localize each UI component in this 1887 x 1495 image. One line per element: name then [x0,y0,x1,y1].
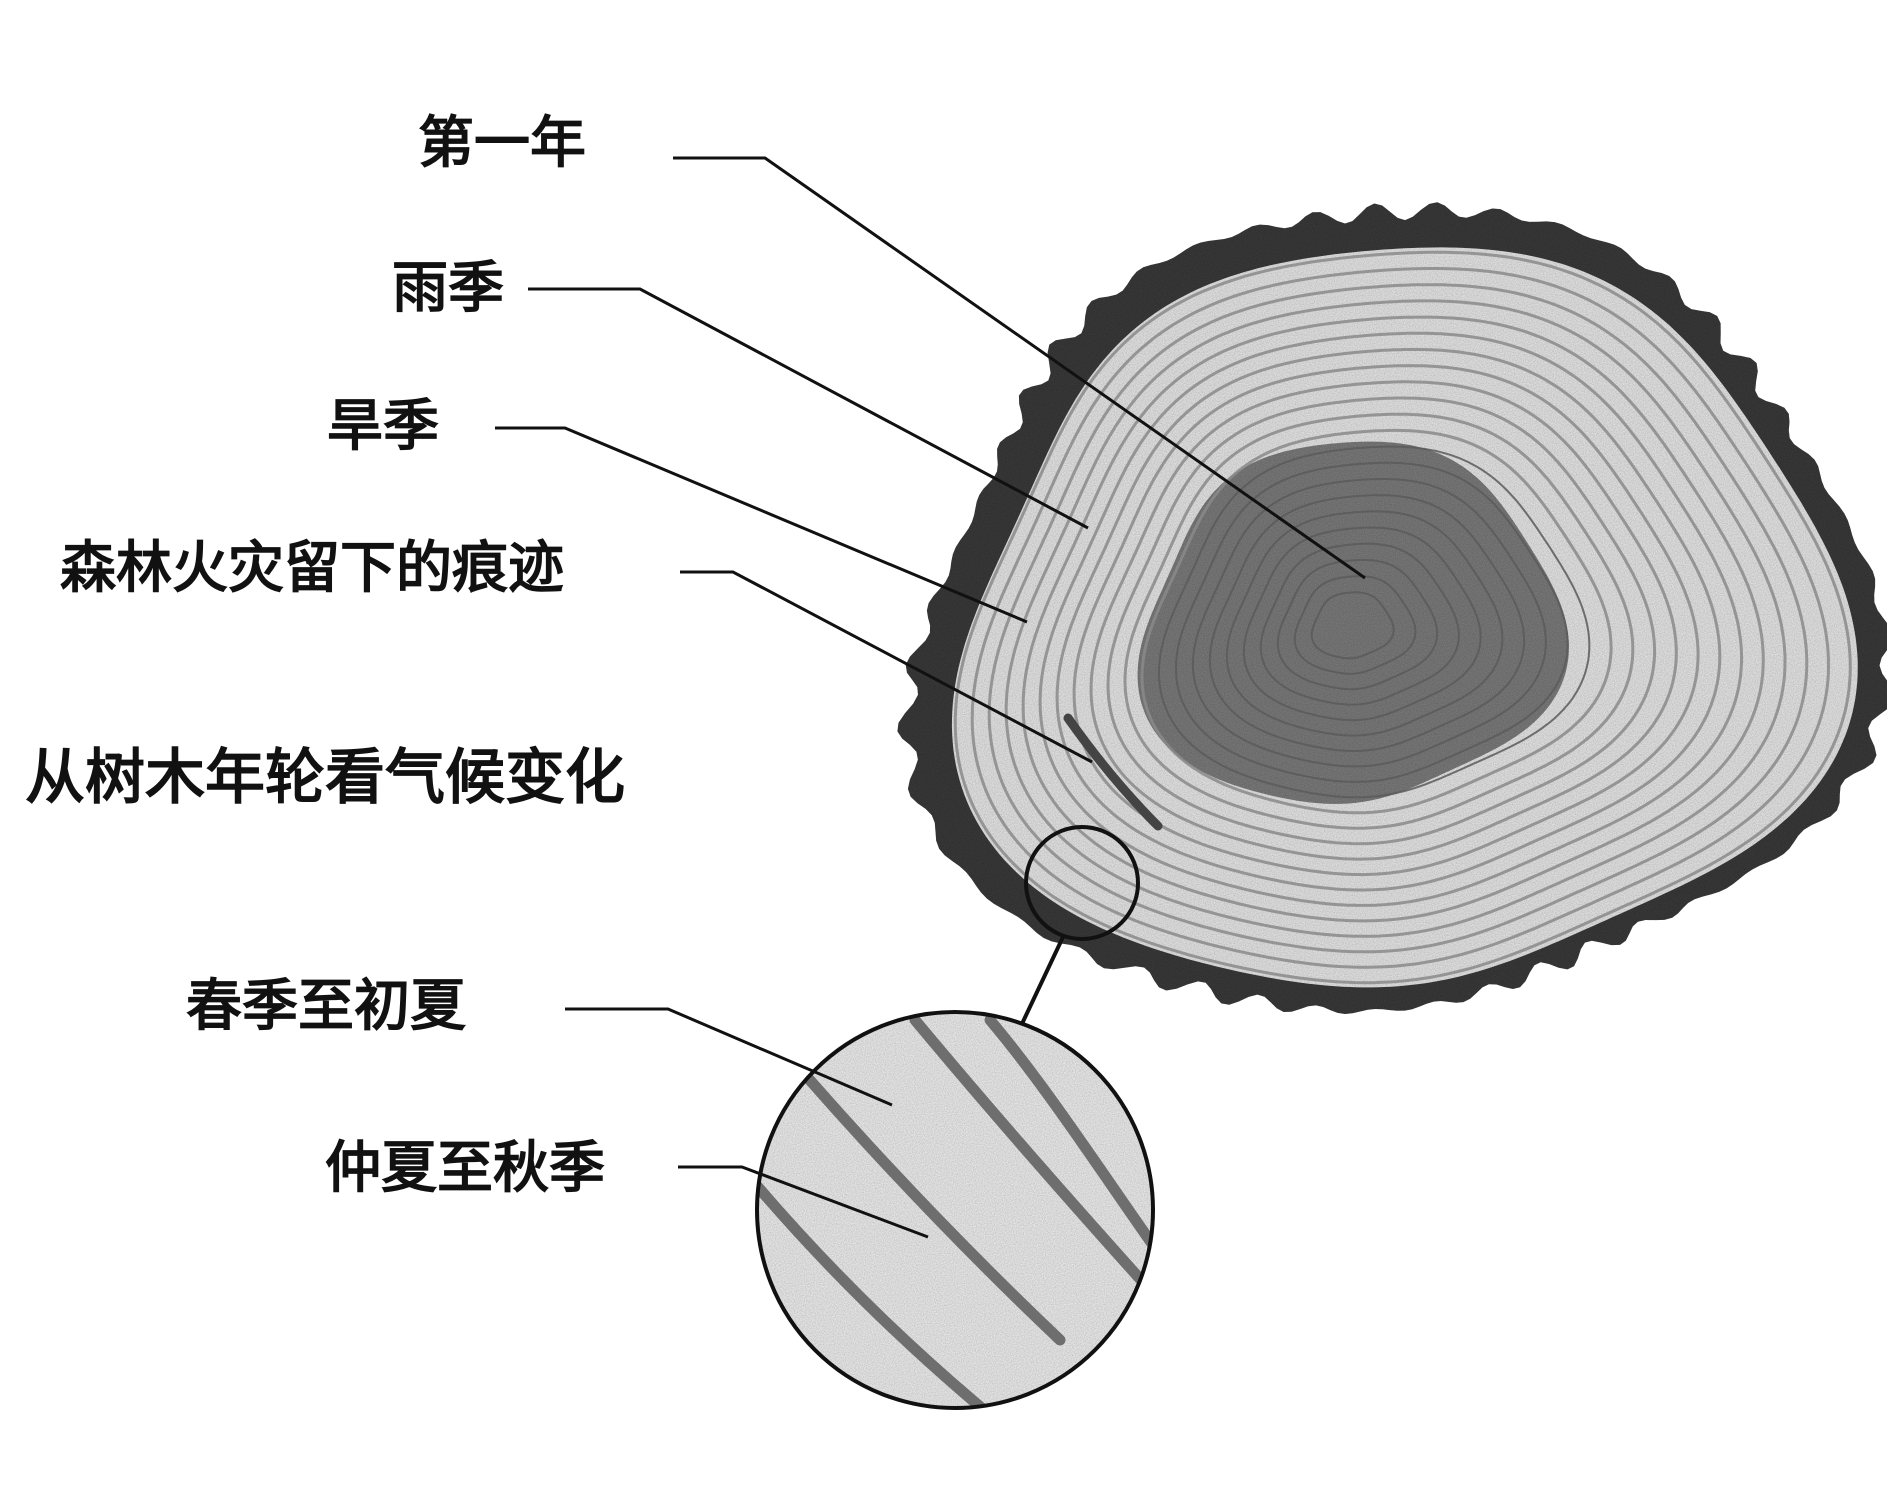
leader-midsummer-autumn [678,1165,929,1239]
magnified-latewood-band [984,1014,1153,1261]
growth-ring [1158,445,1591,799]
growth-ring [1072,364,1700,877]
label-spring-early-summer: 春季至初夏 [186,973,466,1039]
magnified-latewood-band [909,1014,1153,1296]
magnifier-source-circle [1024,825,1140,941]
magnified-view-border [755,1010,1155,1410]
trunk-cross-section [897,202,1887,1014]
leader-first-year [673,156,1366,580]
label-rainy-season: 雨季 [392,255,504,321]
growth-ring [1140,428,1613,815]
growth-ring [1225,510,1504,737]
growth-ring [1276,559,1439,691]
growth-ring [1106,396,1657,846]
growth-ring [1089,380,1678,861]
magnified-latewood-band [802,1072,1066,1346]
growth-ring [1191,478,1547,768]
magnifier [755,825,1155,1410]
growth-ring [1021,315,1765,923]
growth-ring [1310,591,1395,660]
leader-fire-scar [680,570,1093,764]
leader-dry-season [495,426,1028,624]
growth-ring [1259,542,1460,706]
growth-ring [1055,347,1722,892]
label-fire-scar: 森林火灾留下的痕迹 [60,535,564,601]
leader-rainy-season [528,287,1089,530]
figure-title: 从树木年轮看气候变化 [25,743,625,813]
growth-ring [987,283,1809,954]
magnifier-connector [1018,936,1065,1029]
growth-ring [1242,526,1482,722]
growth-ring [1208,494,1526,752]
label-midsummer-autumn: 仲夏至秋季 [325,1135,605,1201]
growth-rings [951,247,1858,988]
leader-lines [495,156,1366,1239]
magnified-rings [757,1014,1153,1408]
leader-spring-early-summer [565,1007,893,1107]
label-dry-season: 旱季 [327,393,439,459]
magnified-latewood-band [757,1174,996,1408]
growth-ring [1293,575,1417,675]
growth-ring [953,250,1852,985]
label-first-year: 第一年 [418,110,586,176]
growth-ring [1004,299,1787,938]
growth-ring [1175,461,1569,783]
growth-ring [1038,331,1744,907]
growth-ring [970,267,1831,969]
growth-ring [1123,412,1635,830]
fire-scar-mark [1063,713,1163,831]
